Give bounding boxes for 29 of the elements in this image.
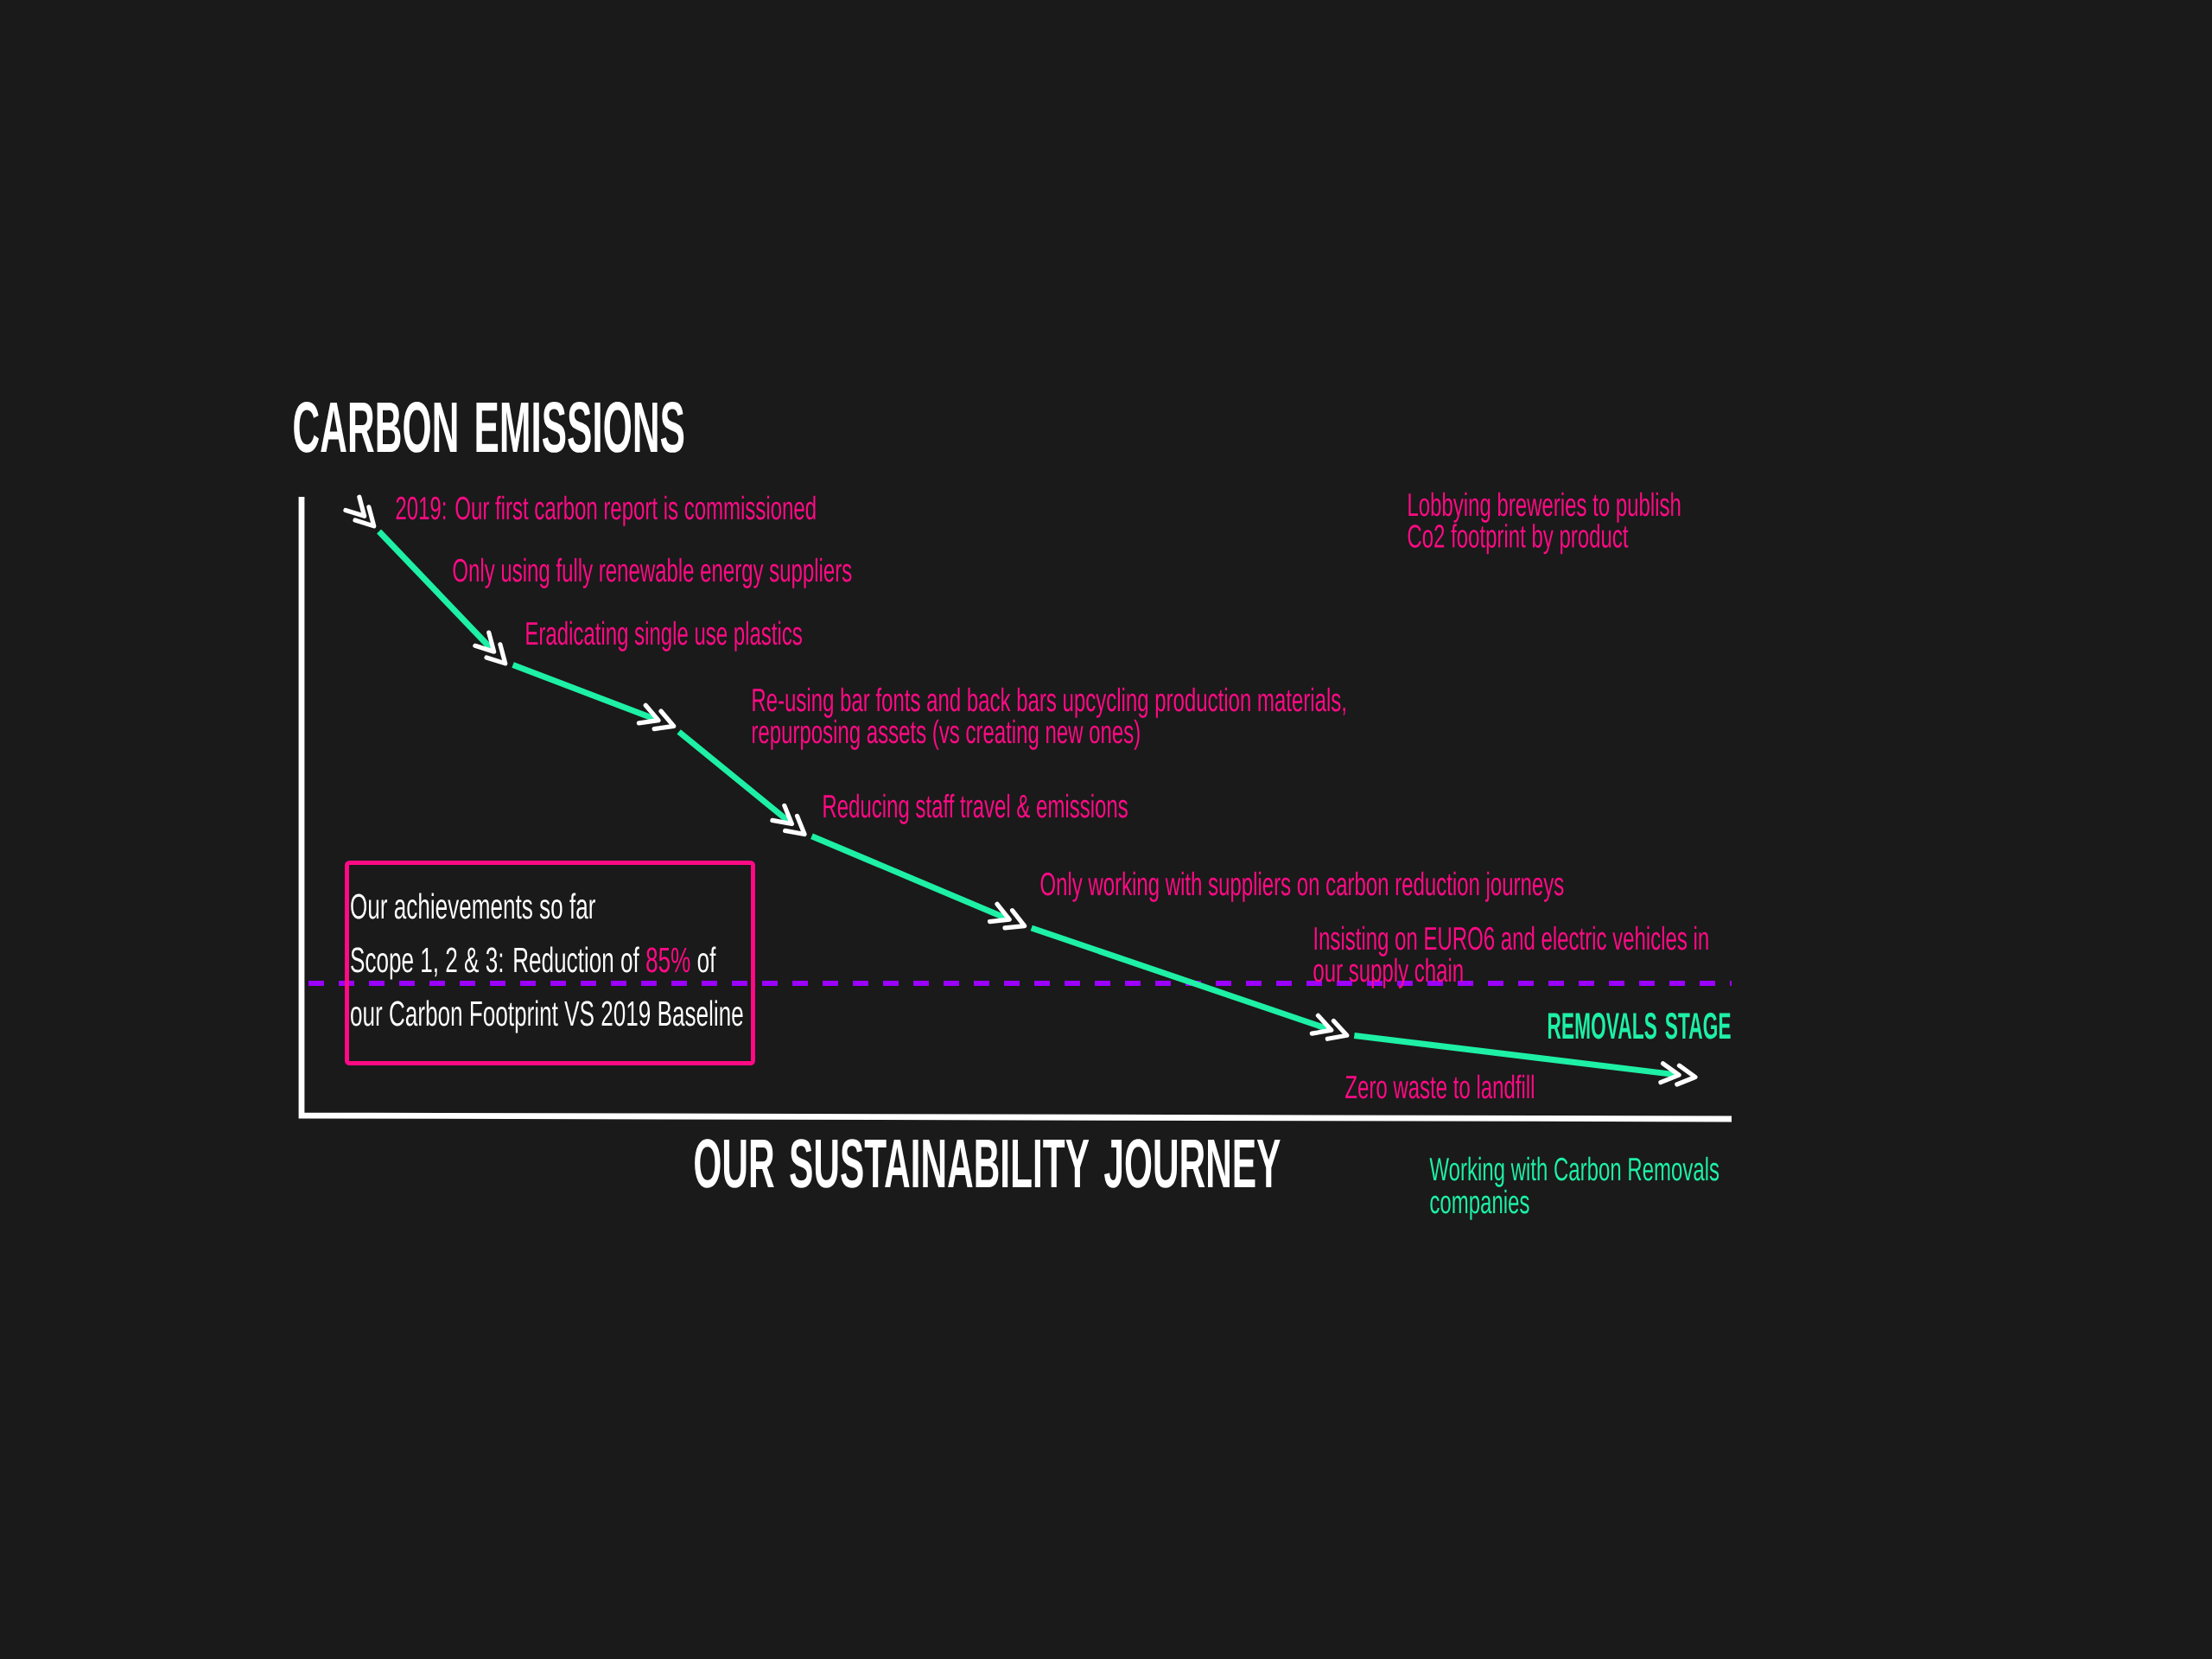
milestone-label: Insisting on EURO6 and electric vehicles in our supply chain xyxy=(1313,925,1708,988)
chevron-marker xyxy=(343,494,377,529)
chevron-marker xyxy=(1002,908,1027,931)
journey-arrow xyxy=(1030,925,1334,1036)
milestone-label: Only working with suppliers on carbon reduction journeys xyxy=(1040,871,1564,902)
achievement-box xyxy=(345,861,755,1065)
box-text: Scope 1, 2 & 3: Reduction of 85% of our Carbon Footprint VS 2019 Baseline xyxy=(351,946,743,1033)
milestone-label: Re-using bar fonts and back bars upcycling production materials, repurposing assets (vs creating new ones) xyxy=(753,687,1345,750)
chevron-marker xyxy=(484,642,508,666)
chevron-marker xyxy=(652,709,677,732)
journey-arrow xyxy=(677,729,794,827)
axis-title: CARBON EMISSIONS xyxy=(294,402,684,453)
chevron-marker xyxy=(1325,1018,1350,1041)
stage-label: REMOVALS STAGE xyxy=(1548,1013,1731,1039)
box-heading: Our achievements so far xyxy=(351,893,595,919)
journey-arrow xyxy=(810,833,1012,925)
journey-arrow xyxy=(377,529,497,654)
milestone-label: Reducing staff travel & emissions xyxy=(823,793,1128,824)
milestone-label: Only using fully renewable energy suppliers xyxy=(453,557,852,588)
chevron-marker xyxy=(783,813,807,837)
milestone-label: Working with Carbon Removals companies xyxy=(1429,1156,1719,1220)
milestone-label: 2019: Our first carbon report is commissioned xyxy=(396,495,816,526)
chevron-marker xyxy=(1675,1063,1698,1087)
journey-arrow xyxy=(1353,1033,1681,1085)
milestone-label: Zero waste to landfill xyxy=(1345,1074,1534,1099)
axis-title: OUR SUSTAINABILITY JOURNEY xyxy=(695,1139,1281,1188)
milestone-label: Lobbying breweries to publish Co2 footprint by product xyxy=(1408,492,1681,555)
milestone-label: Eradicating single use plastics xyxy=(526,620,802,652)
journey-arrow xyxy=(512,662,661,726)
